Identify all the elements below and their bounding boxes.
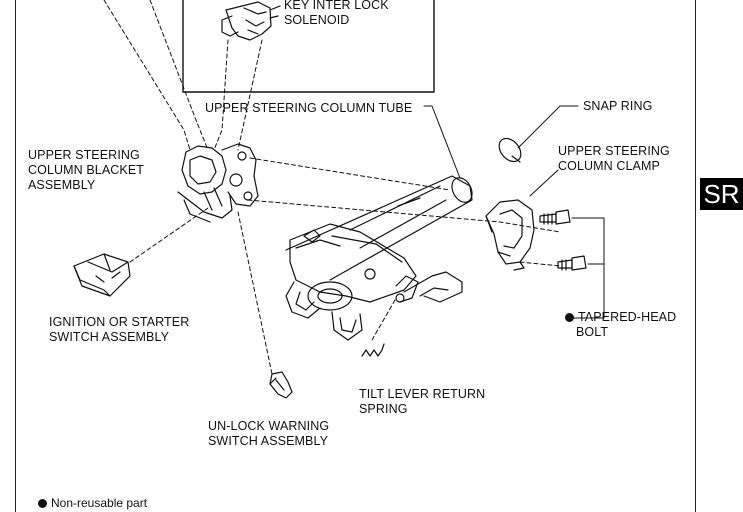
non-reusable-bullet-icon [38,499,47,508]
label-line: UPPER STEERING [558,144,670,158]
tapered-bolt-upper [539,209,571,225]
label-line: SWITCH ASSEMBLY [208,434,329,448]
label-unlock-switch: UN-LOCK WARNING SWITCH ASSEMBLY [208,419,329,449]
label-upper-column-clamp: UPPER STEERING COLUMN CLAMP [558,144,670,174]
section-tab: SR [700,178,743,210]
tapered-bolt-lower [557,255,587,271]
label-key-interlock-solenoid: KEY INTER LOCK SOLENOID [284,0,389,28]
column-bracket-part [177,143,259,223]
label-line: ASSEMBLY [28,178,96,192]
label-ignition-switch: IGNITION OR STARTER SWITCH ASSEMBLY [49,315,189,345]
label-line: SWITCH ASSEMBLY [49,330,170,344]
label-line: IGNITION OR STARTER [49,315,190,329]
label-line: SOLENOID [284,13,350,27]
label-line: KEY INTER LOCK [284,0,389,12]
label-line: UN-LOCK WARNING [208,419,330,433]
column-clamp-part [485,199,535,271]
assembly-dashed-lines [103,0,561,375]
label-tapered-head-bolt: TAPERED-HEAD BOLT [565,310,676,340]
snap-ring-part [498,137,522,163]
label-line: UPPER STEERING [28,148,140,162]
label-line: TILT LEVER RETURN [359,387,486,401]
column-tube-part [285,175,473,341]
legend-text: Non-reusable part [51,496,148,510]
unlock-warning-switch-part [269,371,293,399]
tilt-spring-part [361,343,385,357]
label-column-bracket: UPPER STEERING COLUMN BLACKET ASSEMBLY [28,148,144,193]
label-upper-column-tube: UPPER STEERING COLUMN TUBE [205,101,412,116]
legend: Non-reusable part [38,496,147,510]
page-border-right [695,0,696,512]
solenoid-inset-box [182,0,435,93]
label-line: COLUMN CLAMP [558,159,660,173]
non-reusable-bullet-icon [565,313,574,322]
ignition-switch-part [73,253,131,297]
label-line: SNAP RING [583,99,653,113]
callout-leaders [423,105,605,319]
label-line: SPRING [359,402,408,416]
label-line: BOLT [576,325,609,339]
label-line: TAPERED-HEAD [578,310,677,324]
label-line: UPPER STEERING COLUMN TUBE [205,101,413,115]
key-interlock-solenoid-part [221,1,281,41]
label-line: COLUMN BLACKET [28,163,145,177]
page-border-left [15,0,16,512]
label-snap-ring: SNAP RING [583,99,652,114]
label-tilt-spring: TILT LEVER RETURN SPRING [359,387,485,417]
